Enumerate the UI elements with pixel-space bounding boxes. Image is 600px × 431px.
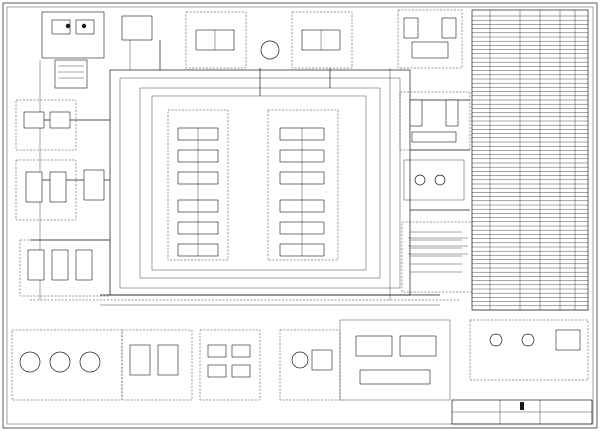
left-side-components xyxy=(15,99,111,297)
right-side-components xyxy=(399,91,473,293)
notes-block xyxy=(408,237,468,255)
top-valve-row xyxy=(121,9,463,69)
pump-block-top-left xyxy=(41,11,105,89)
control-valve-right-stack xyxy=(267,109,339,261)
title-block xyxy=(451,399,593,425)
control-valve-left-stack xyxy=(167,109,229,261)
bottom-subassemblies xyxy=(11,319,589,401)
inner-border xyxy=(6,6,594,425)
parts-list-table xyxy=(471,9,589,311)
